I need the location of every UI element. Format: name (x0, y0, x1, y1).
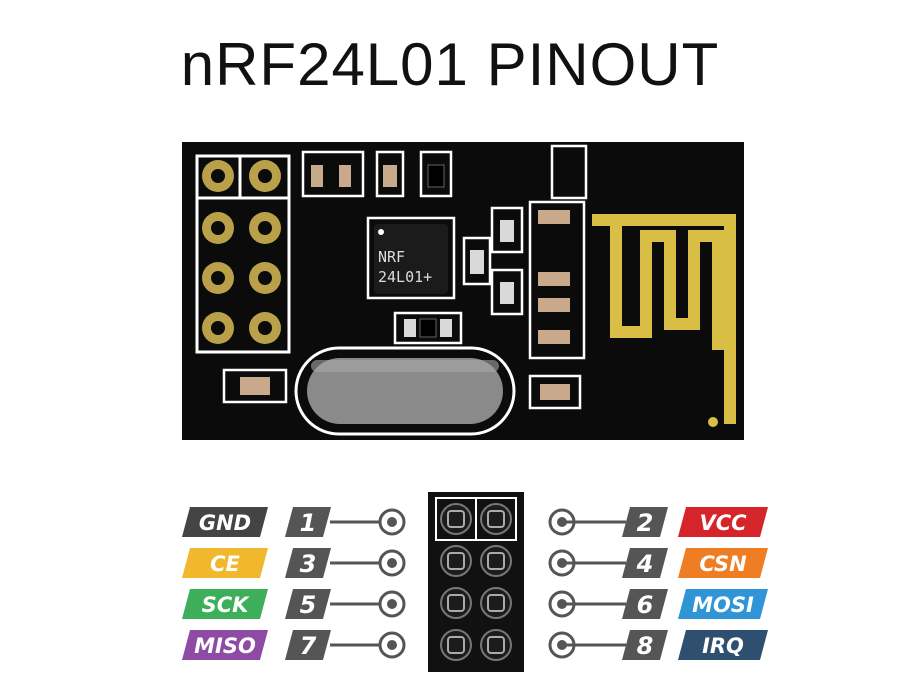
header-pin-4 (480, 545, 512, 577)
header-pin-3 (440, 545, 472, 577)
header-pin-6 (480, 587, 512, 619)
pin-label-ce: CE (182, 548, 268, 578)
pin-label-irq-text: IRQ (702, 634, 744, 658)
pin-row-2: 2 VCC (548, 507, 768, 537)
pin-label-sck: SCK (182, 589, 268, 619)
pin-row-6: 6 MOSI (548, 589, 768, 619)
header-pin-5 (440, 587, 472, 619)
nrf-chip: NRF 24L01+ (366, 216, 456, 300)
chip-label-line1: NRF (378, 248, 405, 266)
pin-number-5: 5 (285, 589, 331, 619)
board-pin-4 (249, 212, 281, 244)
pin-number-7: 7 (285, 630, 331, 660)
board-pin-6 (249, 262, 281, 294)
pin-number-5-text: 5 (300, 591, 317, 619)
pin-row-4: 4 CSN (548, 548, 768, 578)
board-pin-2 (249, 160, 281, 192)
pin-number-2-text: 2 (637, 509, 654, 537)
smd-components-top (301, 144, 588, 200)
board-pin-1 (202, 160, 234, 192)
pin-row-3: CE 3 (182, 548, 406, 578)
pin-label-miso-text: MISO (194, 634, 256, 658)
pin-number-6: 6 (622, 589, 668, 619)
pin-label-sck-text: SCK (202, 593, 251, 617)
board-pin-5 (202, 262, 234, 294)
pin-number-3-text: 3 (300, 550, 317, 578)
pin-label-vcc-text: VCC (699, 511, 747, 535)
pin-number-3: 3 (285, 548, 331, 578)
header-pin-2 (480, 503, 512, 535)
pin-number-8: 8 (622, 630, 668, 660)
pin-number-8-text: 8 (637, 632, 654, 660)
right-pin-labels: 2 VCC 4 CSN 6 MOSI 8 IRQ (548, 507, 768, 660)
board-pin-3 (202, 212, 234, 244)
pcb-antenna-trace (592, 214, 736, 427)
header-pin-7 (440, 629, 472, 661)
pin-row-7: MISO 7 (182, 630, 406, 660)
board-pin-7 (202, 312, 234, 344)
pin-label-irq: IRQ (678, 630, 768, 660)
pin-row-1: GND 1 (182, 507, 406, 537)
page-title: nRF24L01 PINOUT (180, 31, 720, 98)
pin-label-mosi: MOSI (678, 589, 768, 619)
pin-row-5: SCK 5 (182, 589, 406, 619)
header-diagram (428, 492, 524, 672)
header-pin-8 (480, 629, 512, 661)
pin-number-1-text: 1 (300, 509, 317, 537)
crystal-oscillator (294, 346, 516, 436)
pin-label-csn: CSN (678, 548, 768, 578)
board-pin-header (195, 154, 291, 354)
pin-label-mosi-text: MOSI (692, 593, 754, 617)
pin-row-8: 8 IRQ (548, 630, 768, 660)
pin-number-4-text: 4 (636, 550, 654, 578)
header-pin-1 (440, 503, 472, 535)
chip-label-line2: 24L01+ (378, 268, 432, 286)
smd-components-middle (222, 206, 524, 404)
pin-label-gnd-text: GND (199, 511, 251, 535)
pin-label-ce-text: CE (210, 552, 240, 576)
smd-components-right (528, 200, 586, 410)
pin-label-vcc: VCC (678, 507, 768, 537)
pin-label-csn-text: CSN (699, 552, 747, 576)
board-pin-8 (249, 312, 281, 344)
pin-number-7-text: 7 (300, 632, 317, 660)
pin-number-1: 1 (285, 507, 331, 537)
pin-label-miso: MISO (182, 630, 268, 660)
pin-number-4: 4 (622, 548, 668, 578)
pin-number-2: 2 (622, 507, 668, 537)
pin-number-6-text: 6 (637, 591, 654, 619)
pin-label-gnd: GND (182, 507, 268, 537)
